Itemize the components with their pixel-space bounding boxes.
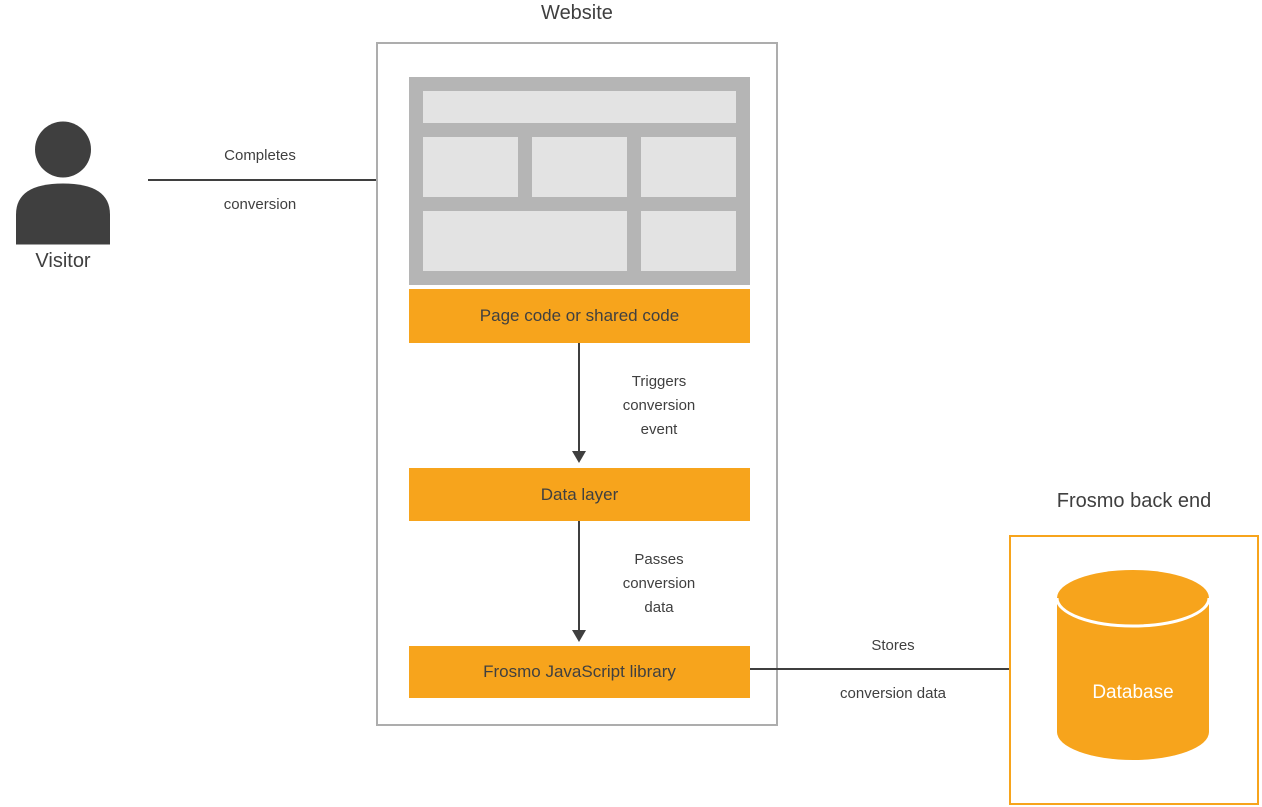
database-label: Database [1092,682,1174,703]
database-icon: Database [1057,570,1209,760]
triggers-label-line1: Triggers [631,373,687,390]
triggers-label-line2: conversion [622,397,696,414]
wireframe-wide-block [423,211,627,271]
page-code-box: Page code or shared code [409,289,750,343]
webpage-wireframe [409,77,750,285]
passes-conversion-arrow [572,521,586,642]
visitor-label: Visitor [35,250,91,272]
backend-title: Frosmo back end [1056,490,1212,512]
wireframe-block [532,137,627,197]
triggers-conversion-label: Triggers conversion event [609,370,709,442]
wireframe-block [423,137,518,197]
stores-label-line1: Stores [871,637,915,654]
js-library-box: Frosmo JavaScript library [409,646,750,698]
wireframe-header-block [423,91,736,123]
wireframe-block [641,211,736,271]
page-code-box-label: Page code or shared code [479,306,680,325]
website-title: Website [541,2,613,24]
backend-box: Database [1009,535,1259,805]
passes-label-line1: Passes [634,551,684,568]
stores-conversion-arrow [750,662,1054,676]
wireframe-block [641,137,736,197]
js-library-box-label: Frosmo JavaScript library [483,662,676,681]
data-layer-box: Data layer [409,468,750,521]
visitor-person-icon [8,118,118,246]
stores-label-line2: conversion data [840,685,946,702]
completes-conversion-label-line1: Completes [224,147,296,164]
data-layer-box-label: Data layer [540,484,619,504]
passes-label-line3: data [644,599,674,616]
completes-conversion-label-line2: conversion [223,196,297,213]
triggers-conversion-arrow [572,343,586,463]
completes-conversion-arrow [148,173,405,187]
website-frame: Page code or shared code Triggers conver… [376,42,778,726]
passes-conversion-label: Passes conversion data [609,548,709,620]
triggers-label-line3: event [640,421,678,438]
passes-label-line2: conversion [622,575,696,592]
